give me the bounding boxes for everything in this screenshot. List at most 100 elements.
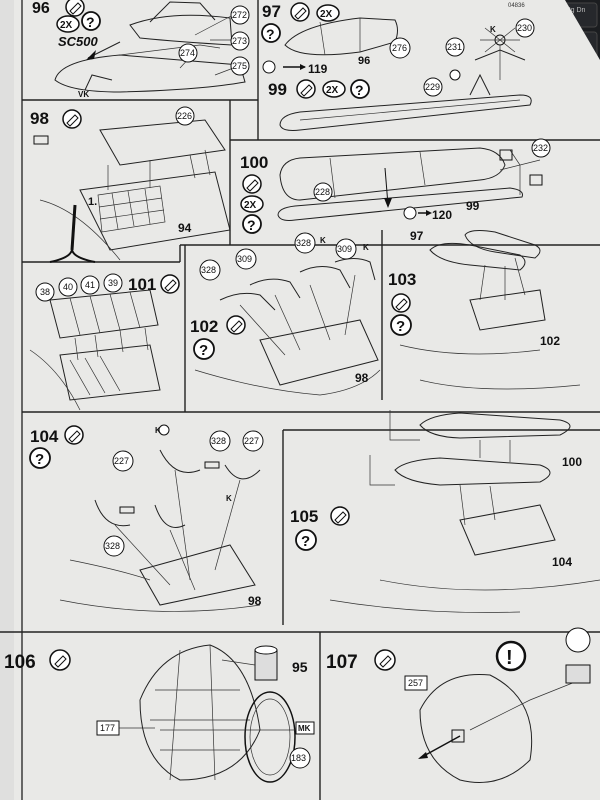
svg-text:K: K [320,236,326,245]
question-circle-icon: ? [295,529,317,551]
part-231-label: 231 [447,42,462,52]
part-274-label: 274 [180,48,195,58]
ref-98-label: 98 [355,371,369,385]
part-227b-label: 227 [244,436,259,446]
variant-label: SC500 [58,34,99,49]
question-circle-icon: ? [350,79,370,99]
step-98: 98 1. 226 94 [30,106,231,263]
part-232-label: 232 [533,143,548,153]
step-100: 100 2X ? 232 228 99 120 [240,138,551,234]
part-275-label: 275 [232,61,247,71]
step-107: 107 ! 257 [326,627,591,783]
decal-water-icon [449,69,461,81]
glue-tube-icon [65,0,85,17]
svg-text:K: K [363,243,369,252]
svg-text:!: ! [506,647,513,669]
step-104-number: 104 [30,427,59,446]
key-pgdn-label: Pg Dn [566,7,586,14]
step-97: 97 2X ? 276 96 119 [261,2,411,76]
svg-text:?: ? [86,14,95,30]
ref-98-label: 98 [248,594,262,608]
callout-1: 1. [88,196,97,208]
svg-text:K: K [490,25,496,34]
question-circle-icon: ? [81,11,101,31]
glue-tube-icon [296,79,316,99]
step-106: 106 95 177 183 MK [4,644,315,783]
exclamation-circle-icon: ! [495,640,527,672]
step-96: 96 ? 2X SC500 VK 272 273 [32,0,250,99]
question-circle-icon: ? [242,214,262,234]
svg-text:?: ? [247,217,256,233]
quantity-badge: 2X [322,80,346,98]
part-183-label: 183 [291,753,306,763]
question-circle-icon: ? [390,314,412,336]
decal-water-icon [262,60,276,74]
step-98-number: 98 [30,109,49,128]
part-328-label: 328 [201,265,216,275]
step-102-number: 102 [190,317,218,336]
step-96-number: 96 [32,0,50,17]
svg-text:2X: 2X [320,9,333,20]
ref-104-label: 104 [552,555,572,569]
step-99-number: 99 [268,80,287,99]
question-circle-icon: ? [193,338,215,360]
part-228-label: 228 [315,187,330,197]
part-39-label: 39 [108,278,118,288]
part-273-label: 273 [232,36,247,46]
svg-text:VK: VK [78,90,89,99]
glue-tube-icon [290,2,310,22]
svg-text:?: ? [355,82,364,98]
part-38-label: 38 [40,287,50,297]
part-276-label: 276 [392,43,407,53]
svg-text:?: ? [301,533,310,550]
step-103-number: 103 [388,270,416,289]
sheet-code: 04836 [508,3,525,9]
part-177-label: 177 [100,723,115,733]
step-99: 99 2X ? K 230 231 229 [268,18,535,131]
glue-tube-icon [62,109,82,129]
part-40-label: 40 [63,282,73,292]
quantity-badge: 2X [56,15,80,33]
svg-text:2X: 2X [326,85,339,96]
svg-text:K: K [155,426,161,435]
part-229-label: 229 [425,82,440,92]
svg-text:2X: 2X [244,200,257,211]
step-103: 103 ? 97 102 [388,229,581,390]
svg-text:K: K [226,494,232,503]
part-328-label: 328 [211,436,226,446]
glue-tube-icon [330,506,350,526]
glue-tube-icon [374,649,396,671]
part-309-label: 309 [237,254,252,264]
svg-text:?: ? [35,451,44,468]
ref-102-label: 102 [540,334,560,348]
glue-tube-icon [226,315,246,335]
part-226-label: 226 [177,111,192,121]
ref-95-label: 95 [292,659,308,675]
ref-96-label: 96 [358,55,370,67]
step-97-number: 97 [262,2,281,21]
glue-tube-icon [49,649,71,671]
decal-water-icon [403,206,417,220]
quantity-badge: 2X [240,195,264,213]
step-104: 104 ? K 328 227 227 328 K 98 [29,424,264,612]
part-227-label: 227 [114,456,129,466]
step-101: 101 38 40 41 39 [29,273,180,411]
step-105-number: 105 [290,507,318,526]
part-328b-label: 328 [296,238,311,248]
decal-120-label: 120 [432,208,452,222]
ref-97-label: 97 [410,229,424,243]
ref-99-label: 99 [466,199,480,213]
part-328b-label: 328 [105,541,120,551]
decal-119-label: 119 [308,62,328,76]
mark-mk: MK [298,724,311,733]
svg-text:?: ? [199,342,208,359]
part-309b-label: 309 [337,244,352,254]
glue-tube-icon [391,293,411,313]
quantity-badge: 2X [316,4,340,22]
step-106-number: 106 [4,652,36,673]
part-257-label: 257 [408,678,423,688]
step-107-number: 107 [326,652,358,673]
svg-text:?: ? [266,26,275,42]
